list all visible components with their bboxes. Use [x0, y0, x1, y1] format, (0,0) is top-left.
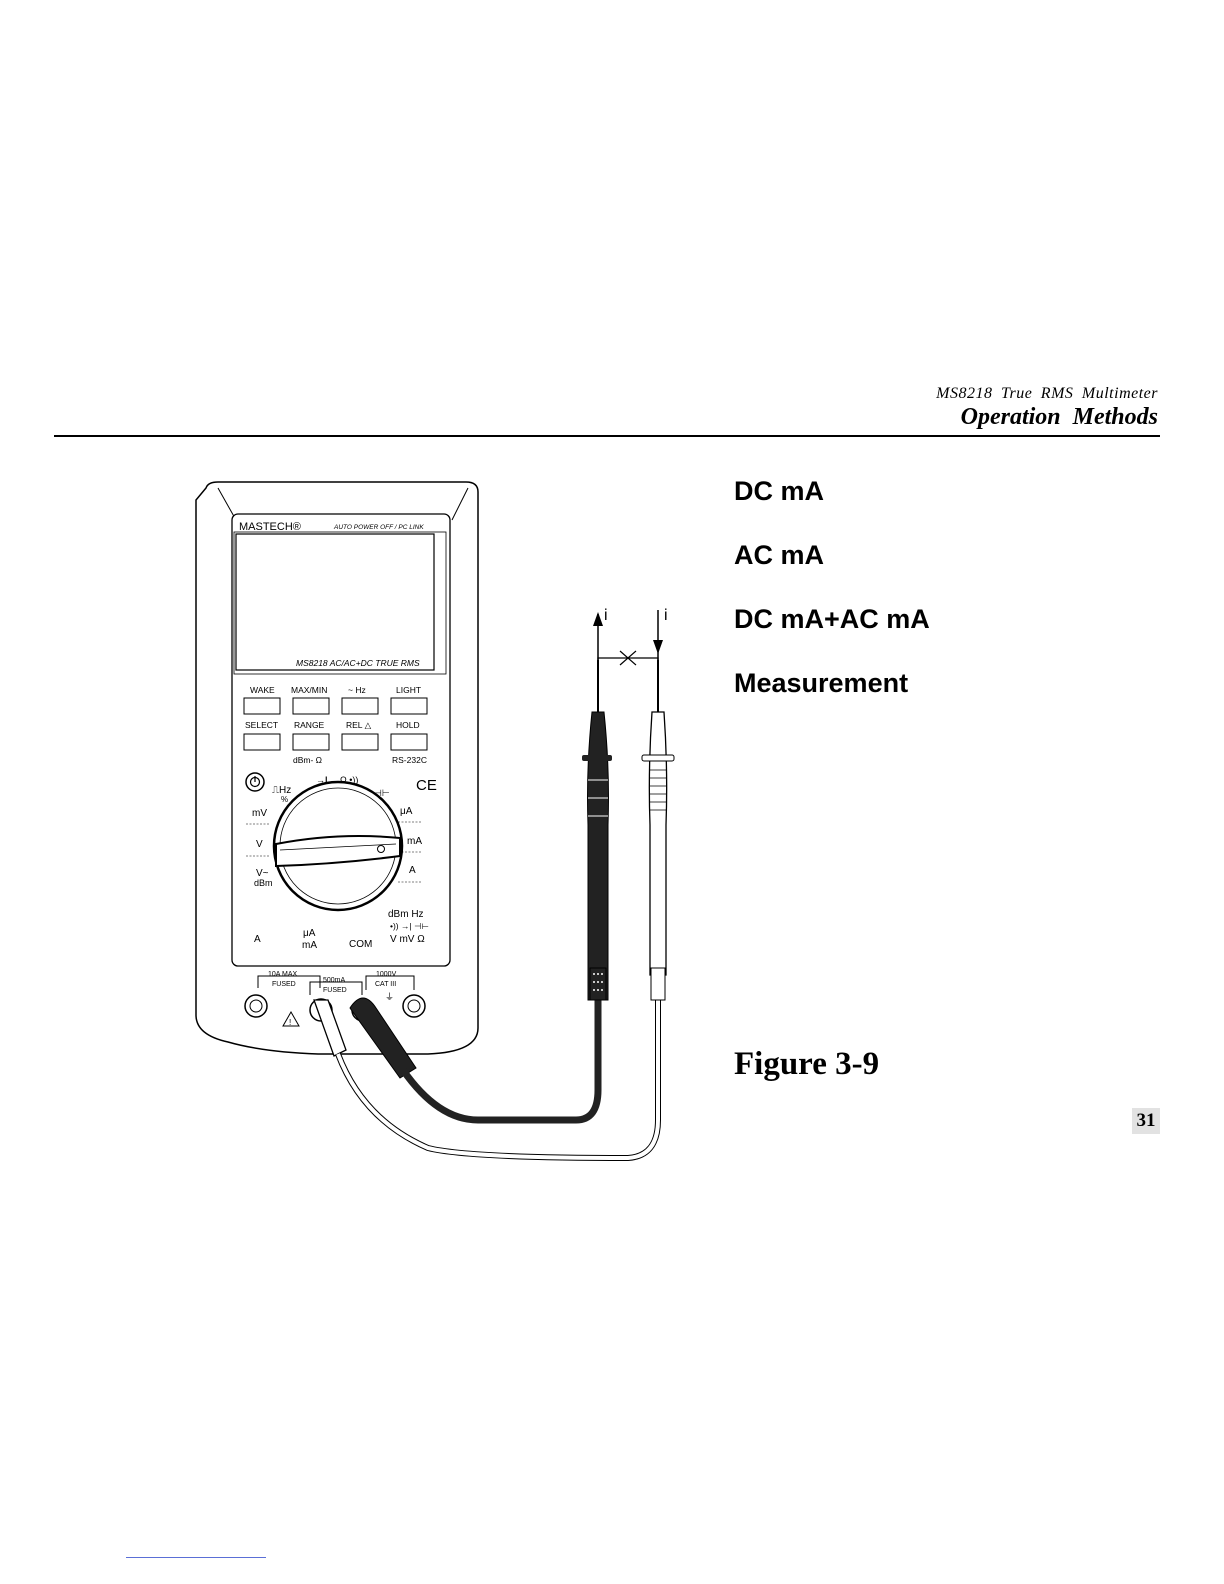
- fuse-10a-label: 10A MAX: [268, 971, 298, 978]
- header-product-title: MS8218 True RMS Multimeter: [936, 385, 1158, 402]
- wake-button[interactable]: [243, 697, 281, 715]
- lcd-display: [235, 533, 435, 671]
- v-mv-ohm-label: V mV Ω: [390, 934, 425, 945]
- svg-text:!: !: [289, 1018, 291, 1027]
- current-label-left: i: [604, 607, 608, 624]
- meter-model: MS8218 AC/AC+DC TRUE RMS: [296, 658, 420, 668]
- heading-dc-ma: DC mA: [734, 476, 825, 506]
- dbm-hz-label: dBm Hz: [388, 909, 424, 920]
- hold-button[interactable]: [390, 733, 428, 751]
- black-probe-grip: [587, 711, 609, 1001]
- multimeter-illustration: MASTECH® AUTO POWER OFF / PC LINK MS8218…: [188, 480, 688, 1170]
- ua-label: μA: [400, 806, 413, 817]
- terminal-a-label: A: [254, 934, 261, 945]
- black-lead: [400, 1000, 602, 1124]
- header-section-title: Operation Methods: [960, 404, 1158, 430]
- white-probe-plug: [313, 999, 347, 1057]
- a-label: A: [409, 865, 416, 876]
- terminal-com-label: COM: [349, 939, 372, 950]
- rel-button[interactable]: [341, 733, 379, 751]
- light-button[interactable]: [390, 697, 428, 715]
- button-label-rel: REL △: [346, 720, 372, 730]
- v-label: V: [256, 839, 263, 850]
- meter-tagline: AUTO POWER OFF / PC LINK: [333, 524, 424, 531]
- figure-caption: Figure 3-9: [734, 1046, 880, 1082]
- range-button[interactable]: [292, 733, 330, 751]
- svg-text:⏚: ⏚: [385, 992, 394, 1002]
- button-label-select: SELECT: [245, 720, 278, 730]
- continuity-symbols-label: •)) →| ⊣⊢: [390, 921, 429, 931]
- button-label-hold: HOLD: [396, 720, 420, 730]
- black-probe-plug: [349, 997, 417, 1079]
- header-divider: [54, 435, 1160, 437]
- dbm-label: dBm: [254, 878, 273, 888]
- ma-label: mA: [407, 836, 422, 847]
- rs232c-label: RS-232C: [392, 755, 427, 765]
- heading-dc-ac-ma: DC mA+AC mA: [734, 604, 930, 634]
- current-label-right: i: [664, 607, 668, 624]
- circuit-break: [597, 657, 659, 666]
- mv-label: mV: [252, 808, 267, 819]
- fuse-10a-fused-label: FUSED: [272, 981, 296, 988]
- terminal-ua-label: μA: [303, 928, 316, 939]
- button-label-wake: WAKE: [250, 685, 275, 695]
- button-label-hz: ~ Hz: [348, 685, 366, 695]
- terminal-ma-label: mA: [302, 940, 317, 951]
- cat-voltage-label: 1000V: [376, 971, 397, 978]
- page-number: 31: [1132, 1108, 1160, 1134]
- maxmin-button[interactable]: [292, 697, 330, 715]
- button-label-maxmin: MAX/MIN: [291, 685, 327, 695]
- dial-pointer: [275, 835, 401, 868]
- ce-mark: CE: [416, 777, 437, 794]
- fuse-500ma-fused-label: FUSED: [323, 987, 347, 994]
- percent-label: %: [281, 795, 288, 804]
- dbm-ohm-label: dBm- Ω: [293, 755, 322, 765]
- meter-brand: MASTECH®: [239, 521, 301, 533]
- vac-label: V~: [256, 868, 269, 879]
- button-label-range: RANGE: [294, 720, 325, 730]
- warning-icon: [282, 1010, 300, 1027]
- button-label-light: LIGHT: [396, 685, 421, 695]
- footer-divider: [126, 1557, 266, 1558]
- freq-label: ⎍Hz: [272, 785, 291, 796]
- cat-rating-label: CAT III: [375, 981, 396, 988]
- ohm-label: Ω •)): [340, 775, 358, 785]
- hz-button[interactable]: [341, 697, 379, 715]
- heading-ac-ma: AC mA: [734, 540, 825, 570]
- fuse-500ma-label: 500mA: [323, 977, 346, 984]
- diode-label: →|: [316, 775, 328, 785]
- cap-label: ⊣⊢: [374, 788, 390, 798]
- heading-measurement: Measurement: [734, 668, 909, 698]
- current-arrow-up: [593, 612, 603, 626]
- current-arrow-down: [653, 640, 663, 654]
- white-probe-grip: [648, 711, 668, 976]
- select-button[interactable]: [243, 733, 281, 751]
